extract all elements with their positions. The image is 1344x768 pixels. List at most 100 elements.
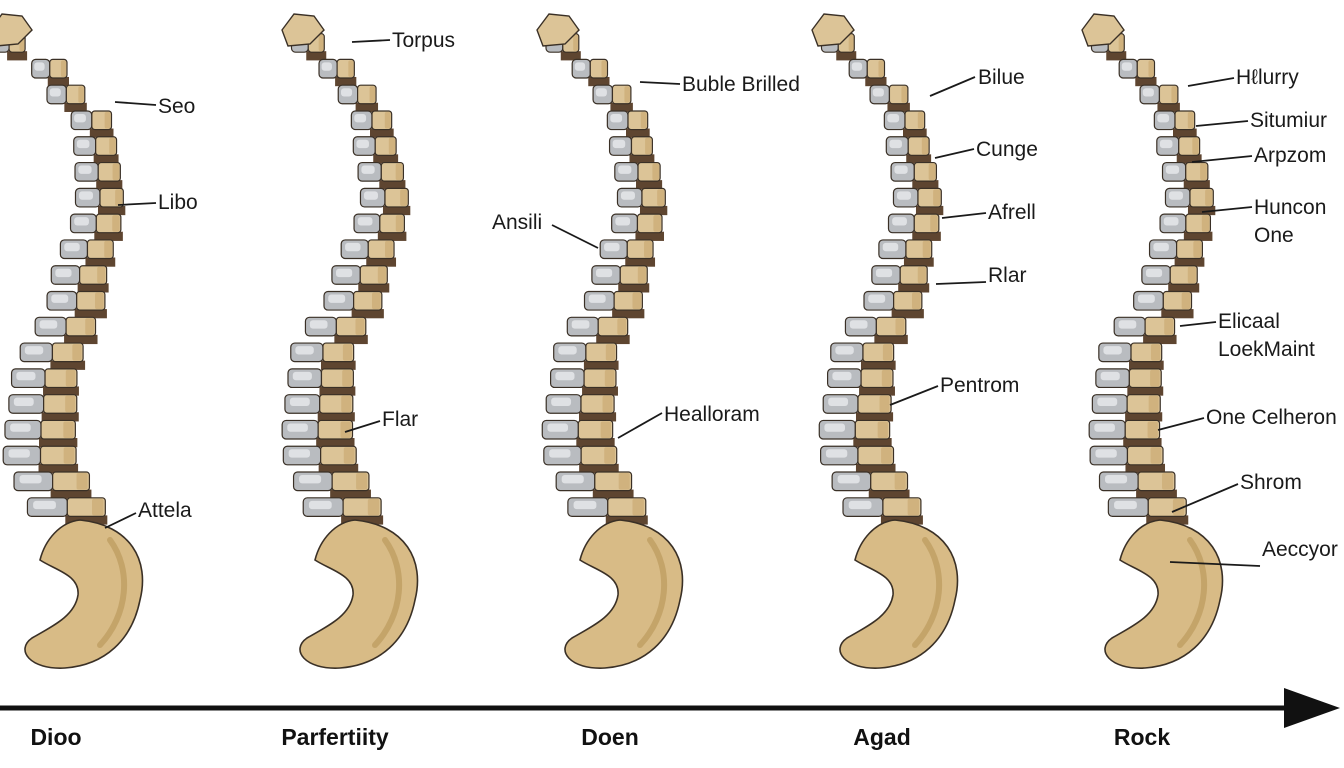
vertebra-posterior-highlight [896,191,911,200]
label-arpzom: Arpzom [1254,144,1327,167]
vertebra-body-shade [652,163,660,181]
disc [370,128,394,138]
disc [865,76,887,87]
label-ansili: Ansili [492,211,543,234]
disc [629,154,655,164]
vertebra-body-shade [348,60,354,77]
vertebra-body-shade [1150,344,1161,361]
vertebra-posterior-highlight [19,475,42,484]
vertebra-body-shade [1148,60,1154,77]
vertebra-posterior-highlight [39,320,58,329]
vertebra-body-shade [879,395,890,413]
vertebra-body-shade [1187,111,1194,129]
disc [588,76,610,87]
disc [626,128,650,138]
disc [335,76,357,87]
vertebra-posterior-highlight [875,268,893,278]
leader-line [344,420,381,433]
disc [1125,463,1166,474]
skull-base [811,13,855,47]
leader-line [1169,561,1261,567]
disc [880,515,923,525]
vertebra-body-shade [933,189,941,206]
vertebra-body-shade [343,447,355,464]
vertebra-posterior-highlight [574,62,586,71]
vertebra-body-shade [878,60,884,77]
vertebra-posterior-highlight [892,217,907,226]
disc [579,463,619,474]
disc [50,360,86,370]
disc [316,438,355,448]
disc [74,309,107,319]
vertebra-posterior-highlight [328,294,346,303]
vertebra-body-shade [1192,137,1199,155]
disc [85,257,116,267]
vertebra-posterior-highlight [1121,62,1133,71]
disc [596,334,630,345]
sacrum-shade [1177,537,1208,648]
vertebra-posterior-highlight [882,242,899,252]
vertebra-posterior-highlight [10,423,31,432]
disc [366,257,397,267]
label-libo: Libo [158,191,198,214]
vertebra-body-shade [605,344,616,361]
disc [94,231,123,241]
disc [358,283,390,293]
disc [635,231,665,241]
vertebra-posterior-highlight [1159,139,1173,149]
vertebra-posterior-highlight [549,449,571,458]
vertebra-posterior-highlight [8,449,30,458]
vertebra-body-shade [618,473,630,490]
disc [903,257,934,267]
label-seo: Seo [158,95,196,118]
vertebra-posterior-highlight [1153,242,1169,252]
vertebra-posterior-highlight [837,475,860,484]
skull-base [281,13,325,47]
stage-label-4: Agad [853,724,911,750]
vertebra-posterior-highlight [1105,475,1128,484]
disc [583,360,619,370]
label-cunge: Cunge [976,138,1038,161]
leader-lines [104,39,1261,567]
vertebra-body-shade [63,447,75,464]
vertebra-posterior-highlight [824,423,846,432]
vertebra-body-shade [604,369,615,387]
disc [906,154,932,164]
disc [898,283,930,293]
vertebra-body-shade [104,240,112,258]
vertebra-body-shade [645,137,652,155]
sacrum-shade [637,537,668,648]
vertebra-body-shade [604,447,615,464]
stage-label-2: Parfertiity [281,724,389,750]
disc [859,386,895,396]
vertebra-body-shade [901,86,907,103]
vertebra-posterior-highlight [887,113,900,123]
vertebra-body-shade [115,189,123,206]
disc [93,154,119,164]
vertebra-posterior-highlight [1145,268,1163,278]
label-pentrom: Pentrom [940,374,1020,397]
vertebra-posterior-highlight [1163,217,1179,226]
disc [912,180,939,190]
disc [1125,412,1163,422]
vertebra-posterior-highlight [361,165,375,174]
vertebra-body-shade [1201,215,1210,232]
disc [64,334,98,345]
spine-1 [0,13,144,669]
vertebra-posterior-highlight [1097,397,1118,407]
disc [38,463,79,474]
disc [1187,205,1216,216]
vertebra-posterior-highlight [16,371,36,381]
stage-label-3: Doen [581,724,639,750]
vertebra-body-shade [1118,34,1124,52]
vertebra-posterior-highlight [354,113,367,123]
leader-line [1191,155,1253,163]
vertebra-posterior-highlight [345,242,361,252]
disc [578,412,617,422]
vertebra-posterior-highlight [1118,320,1137,329]
vertebra-body-shade [624,86,630,103]
vertebra-body-shade [644,240,652,258]
label-rlar: Rlar [988,264,1027,287]
leader-line [551,224,599,249]
